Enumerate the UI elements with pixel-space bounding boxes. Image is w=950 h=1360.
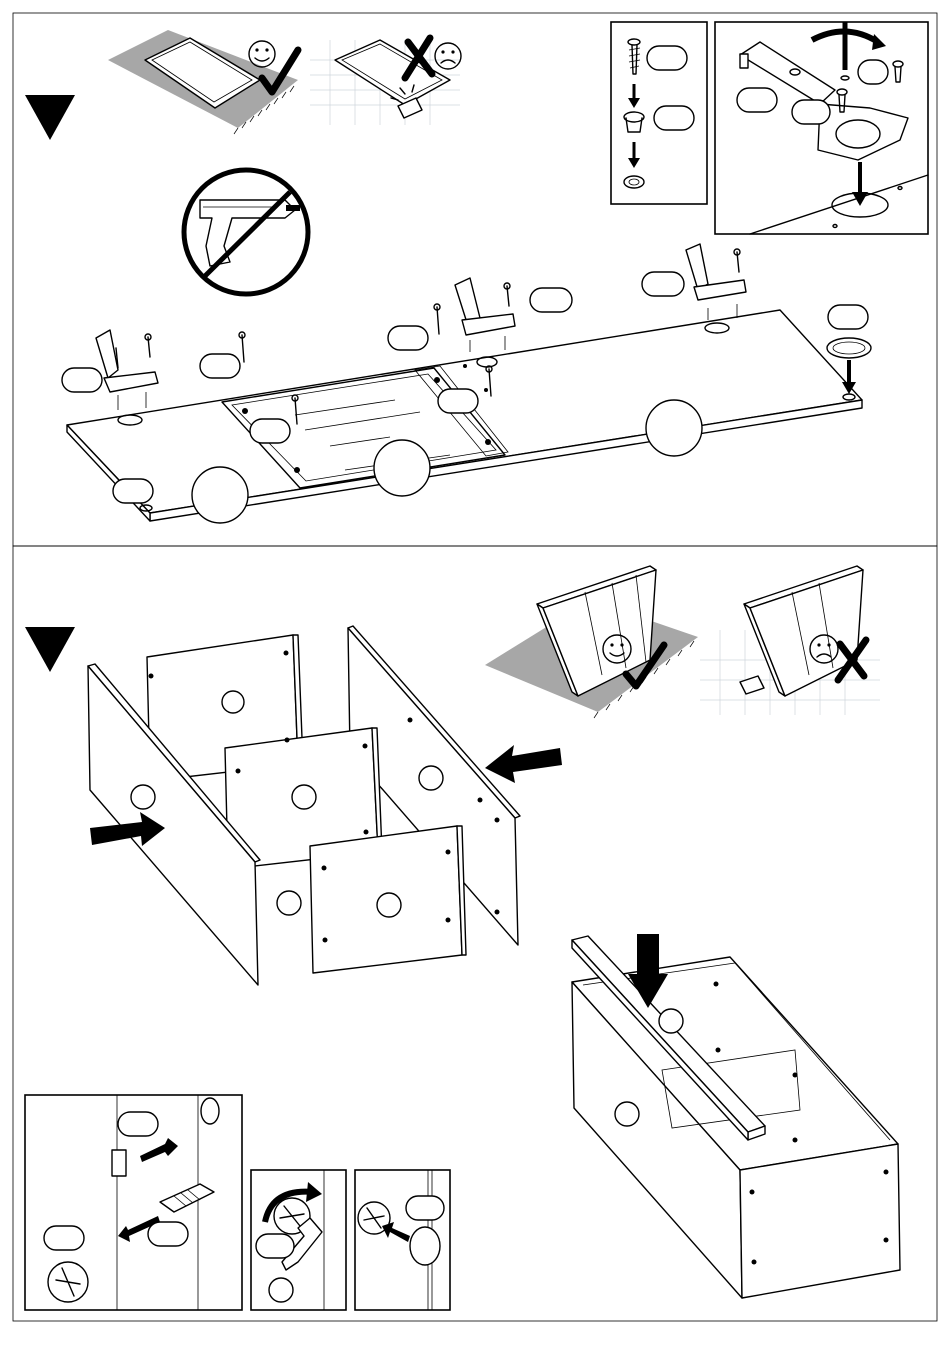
part-number-circle — [277, 891, 301, 915]
hinge-screwdriver-detail-icon — [715, 22, 928, 234]
part-number-circle — [192, 467, 248, 523]
allen-key-turn-icon — [251, 1170, 346, 1310]
good-on-mat-illustration — [108, 30, 298, 134]
part-number-circle — [615, 1102, 639, 1126]
callout-label-bubble — [113, 479, 153, 503]
top-panel-illustration — [62, 244, 871, 523]
bad-on-floor-illustration — [310, 38, 461, 125]
part-number-circle — [292, 785, 316, 809]
callout-label-bubble — [642, 272, 684, 296]
callout-label-bubble — [62, 368, 102, 392]
callout-label-bubble — [200, 354, 240, 378]
callout-label-bubble — [148, 1222, 188, 1246]
callout-label-bubble — [654, 106, 694, 130]
smiley-face-icon — [249, 41, 275, 67]
callout-label-bubble — [530, 288, 572, 312]
assembled-carcass-illustration — [572, 934, 900, 1298]
cover-cap-icon — [355, 1170, 450, 1310]
callout-label-bubble — [737, 88, 777, 112]
no-power-drill-icon — [184, 170, 308, 294]
exploded-carcass-illustration — [88, 626, 562, 985]
callout-label-bubble — [250, 419, 290, 443]
part-number-circle — [659, 1009, 683, 1033]
part-number-circle — [222, 691, 244, 713]
part-number-circle — [374, 440, 430, 496]
callout-label-bubble — [792, 100, 830, 124]
good-carcass-on-mat-illustration — [485, 566, 698, 718]
screw-dowel-sequence-icon — [611, 22, 707, 204]
part-number-circle — [131, 785, 155, 809]
part-number-circle — [419, 766, 443, 790]
part-number-circle — [377, 893, 401, 917]
arrow-left-icon — [485, 745, 562, 783]
callout-label-bubble — [438, 389, 478, 413]
callout-label-bubble — [256, 1234, 294, 1258]
cam-bolt-insert-icon — [25, 1095, 242, 1310]
callout-label-bubble — [858, 60, 888, 84]
callout-label-bubble — [388, 326, 428, 350]
callout-label-bubble — [44, 1226, 84, 1250]
callout-label-bubble — [406, 1196, 444, 1220]
sad-face-icon — [435, 43, 461, 69]
part-number-circle — [269, 1278, 293, 1302]
callout-label-bubble — [118, 1112, 158, 1136]
callout-label-bubble — [647, 46, 687, 70]
part-number-circle — [646, 400, 702, 456]
step-marker-triangle-icon — [25, 627, 75, 672]
callout-label-bubble — [828, 305, 868, 329]
bad-carcass-on-floor-illustration — [700, 566, 880, 715]
step-marker-triangle-icon — [25, 95, 75, 140]
